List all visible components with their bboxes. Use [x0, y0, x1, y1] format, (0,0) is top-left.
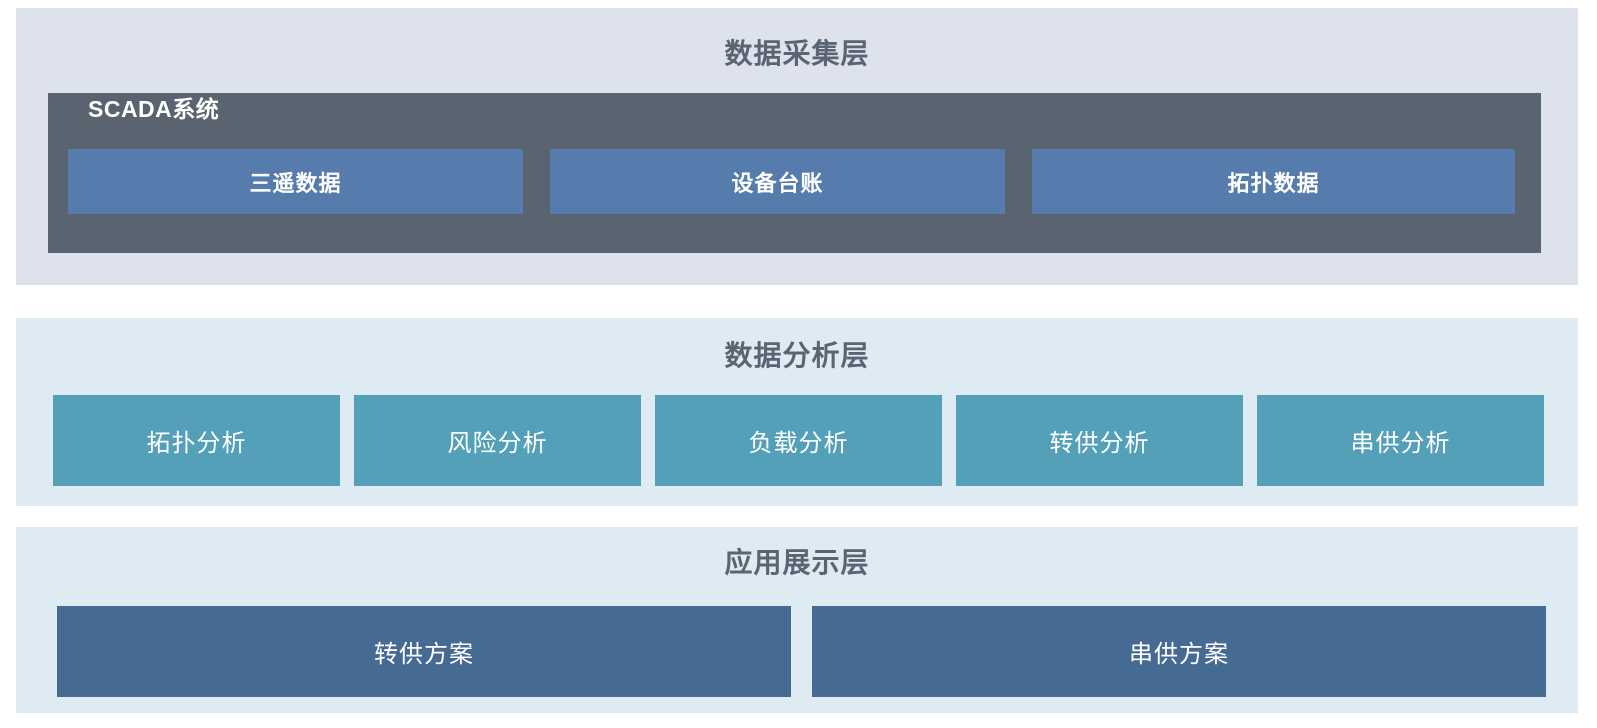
- application-row: 转供方案 串供方案: [57, 606, 1546, 697]
- box-series-supply-analysis: 串供分析: [1257, 395, 1544, 486]
- data-analysis-layer-title: 数据分析层: [724, 340, 870, 371]
- scada-system-title: SCADA系统: [88, 96, 220, 122]
- scada-system-panel: SCADA系统 三遥数据 设备台账 拓扑数据: [48, 93, 1541, 253]
- box-transfer-supply-analysis: 转供分析: [956, 395, 1243, 486]
- box-risk-analysis: 风险分析: [354, 395, 641, 486]
- data-collection-layer-title: 数据采集层: [724, 38, 870, 69]
- box-telemetry-data: 三遥数据: [68, 149, 523, 214]
- layer-data-analysis: 数据分析层 拓扑分析 风险分析 负载分析 转供分析 串供分析: [16, 318, 1578, 506]
- layer-application-display: 应用展示层 转供方案 串供方案: [16, 527, 1578, 713]
- scada-data-row: 三遥数据 设备台账 拓扑数据: [68, 149, 1515, 214]
- analysis-row: 拓扑分析 风险分析 负载分析 转供分析 串供分析: [53, 395, 1544, 486]
- architecture-diagram: 数据采集层 SCADA系统 三遥数据 设备台账 拓扑数据 数据分析层 拓扑分析 …: [0, 8, 1597, 728]
- layer-data-collection: 数据采集层 SCADA系统 三遥数据 设备台账 拓扑数据: [16, 8, 1578, 285]
- box-load-analysis: 负载分析: [655, 395, 942, 486]
- box-topology-data: 拓扑数据: [1032, 149, 1515, 214]
- box-topology-analysis: 拓扑分析: [53, 395, 340, 486]
- box-series-supply-plan: 串供方案: [812, 606, 1546, 697]
- application-display-layer-title: 应用展示层: [724, 547, 870, 578]
- box-equipment-ledger: 设备台账: [550, 149, 1005, 214]
- box-transfer-supply-plan: 转供方案: [57, 606, 791, 697]
